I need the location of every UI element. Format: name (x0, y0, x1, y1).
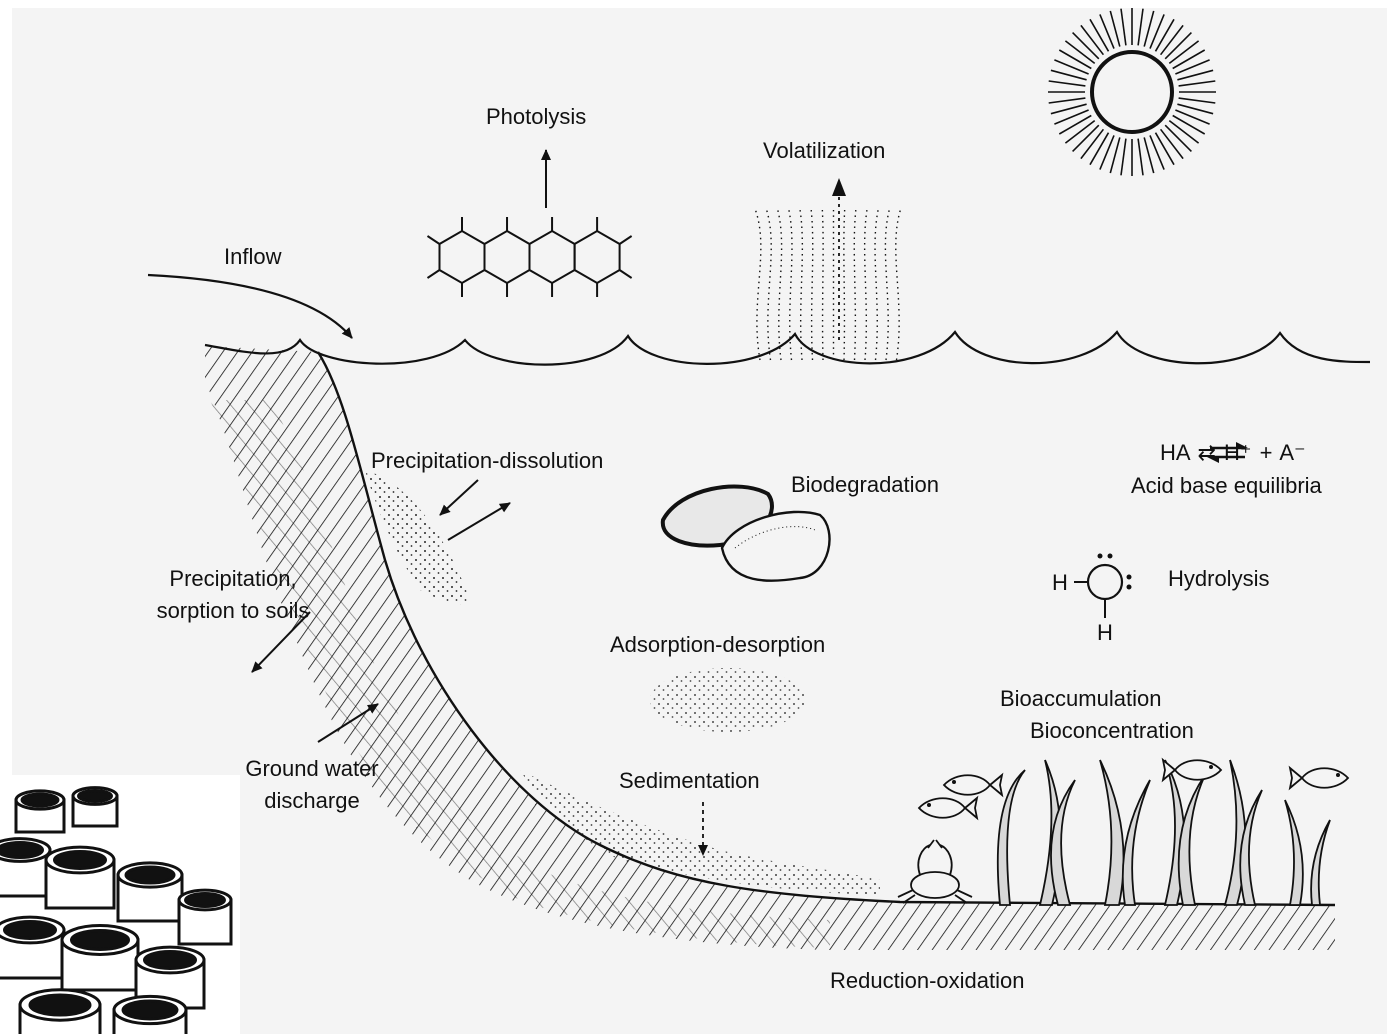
waste-drum-icon (0, 917, 64, 978)
fish-eye (927, 803, 931, 807)
waste-drum-icon (0, 839, 50, 896)
fish-eye (952, 780, 956, 784)
waste-drum-icon (16, 791, 64, 832)
label-precipitation-sorption-2: sorption to soils (138, 598, 328, 623)
label-bioconcentration: Bioconcentration (1030, 718, 1194, 743)
label-precipitation-dissolution: Precipitation-dissolution (371, 448, 603, 473)
waste-drum-icon (73, 788, 117, 826)
drum-opening (186, 894, 225, 907)
label-volatilization: Volatilization (763, 138, 885, 163)
label-bioaccumulation: Bioaccumulation (1000, 686, 1161, 711)
fish-eye (1336, 773, 1340, 777)
label-acid-base-equation: HA ⇄ H⁺ + A⁻ (1160, 440, 1306, 465)
label-precipitation-sorption-1: Precipitation, (138, 566, 328, 591)
waste-drum-icon (20, 990, 100, 1034)
label-reduction-oxidation: Reduction-oxidation (830, 968, 1024, 993)
drum-opening (0, 843, 43, 858)
label-adsorption-desorption: Adsorption-desorption (610, 632, 825, 657)
drum-opening (126, 867, 174, 883)
water-atom-h-bottom: H (1097, 620, 1113, 645)
label-ground-water-1: Ground water (222, 756, 402, 781)
label-acid-base: Acid base equilibria (1131, 473, 1322, 498)
waste-drum-icon (179, 890, 231, 944)
water-atom-h-left: H (1052, 570, 1068, 595)
drum-opening (123, 1001, 177, 1019)
drum-opening (79, 791, 112, 802)
waste-drums-inset (0, 775, 240, 1034)
drum-opening (5, 922, 56, 939)
waste-drum-icon (118, 863, 182, 921)
drum-opening (72, 931, 129, 950)
adsorption-particles (650, 668, 806, 732)
waste-drum-icon (114, 996, 186, 1034)
label-inflow: Inflow (224, 244, 281, 269)
label-hydrolysis: Hydrolysis (1168, 566, 1269, 591)
label-ground-water-2: discharge (222, 788, 402, 813)
drum-opening (22, 794, 58, 806)
fish-eye (1209, 765, 1213, 769)
label-photolysis: Photolysis (486, 104, 586, 129)
drum-opening (30, 995, 90, 1015)
label-biodegradation: Biodegradation (791, 472, 939, 497)
label-sedimentation: Sedimentation (619, 768, 760, 793)
waste-drum-icon (62, 926, 138, 990)
drum-opening (55, 852, 106, 869)
drum-opening (145, 952, 196, 969)
waste-drum-icon (46, 847, 114, 908)
